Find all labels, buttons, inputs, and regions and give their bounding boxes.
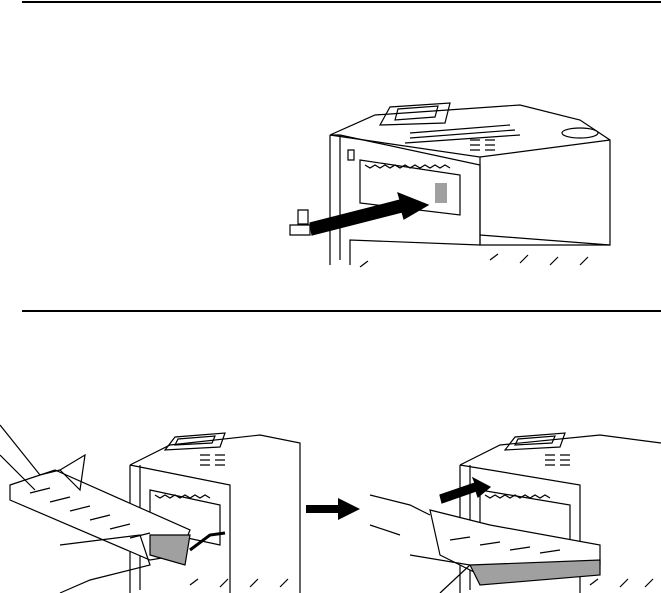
paper-tray-attached-illustration bbox=[370, 415, 661, 593]
section-divider-top bbox=[22, 1, 661, 3]
fax-machine-illustration bbox=[280, 95, 620, 270]
right-arrow-icon bbox=[306, 498, 360, 520]
section-divider-middle bbox=[22, 310, 661, 312]
paper-tray-insert-illustration bbox=[0, 415, 300, 593]
